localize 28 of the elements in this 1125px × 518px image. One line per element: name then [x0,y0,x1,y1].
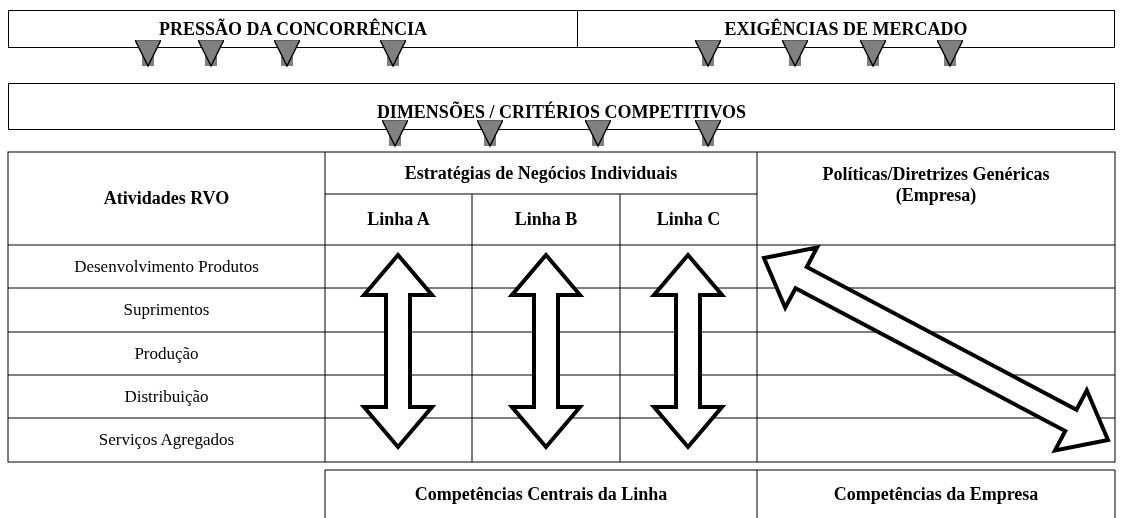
footer-label: Competências da Empresa [833,483,1039,505]
arrow [694,118,722,147]
arrow [476,118,504,147]
column-header: Linha C [656,209,721,230]
header-box: DIMENSÕES / CRITÉRIOS COMPETITIVOS [8,83,1115,130]
column-header: Estratégias de Negócios Individuais [325,152,757,194]
row-label: Desenvolvimento Produtos [74,256,259,277]
arrow [694,38,722,67]
row-label: Distribuição [124,386,209,407]
arrow [379,38,407,67]
arrow [936,38,964,67]
footer-label: Competências Centrais da Linha [414,483,668,505]
arrow [273,38,301,67]
arrow [859,38,887,67]
arrow [584,118,612,147]
row-label: Suprimentos [123,300,210,320]
arrow [197,38,225,67]
arrow [781,38,809,67]
row-label: Produção [134,343,199,364]
header-box: PRESSÃO DA CONCORRÊNCIA [8,10,578,48]
arrow [381,118,409,147]
column-header: Atividades RVO [103,188,230,209]
column-header: Linha A [367,209,430,230]
arrow [134,38,162,67]
row-label: Serviços Agregados [98,430,235,450]
column-header: Políticas/Diretrizes Genéricas (Empresa) [821,164,1051,206]
header-box: EXIGÊNCIAS DE MERCADO [577,10,1115,48]
column-header: Linha B [514,209,578,230]
